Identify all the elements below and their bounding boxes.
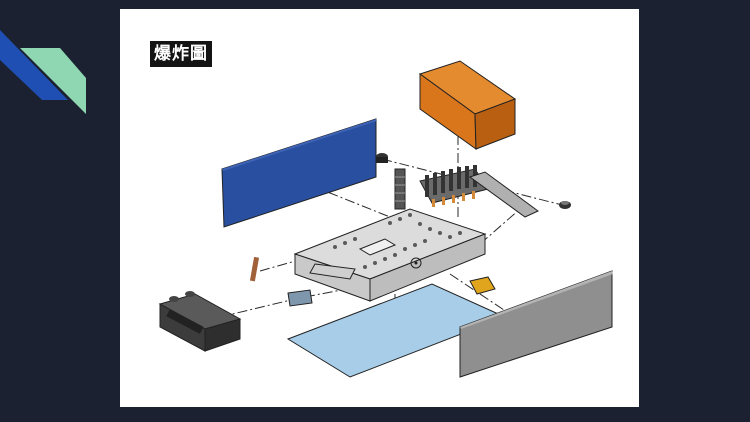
- diagram-caption: 爆炸圖: [150, 41, 212, 67]
- screw-icon: [559, 201, 571, 209]
- pin-icon: [249, 256, 260, 282]
- small-window-icon: [287, 289, 313, 307]
- knob-icon: [376, 153, 388, 163]
- orange-cover-icon: [418, 60, 517, 150]
- blue-side-panel-icon: [221, 118, 377, 228]
- exploded-view-diagram: [158, 60, 613, 378]
- gray-side-panel-icon: [459, 270, 613, 378]
- main-chassis-icon: [293, 208, 487, 302]
- small-bracket-icon: [469, 276, 496, 295]
- corner-accent-icon: [0, 30, 86, 114]
- spring-icon: [394, 168, 406, 210]
- long-bar-icon: [468, 171, 539, 218]
- power-connector-icon: [158, 291, 242, 352]
